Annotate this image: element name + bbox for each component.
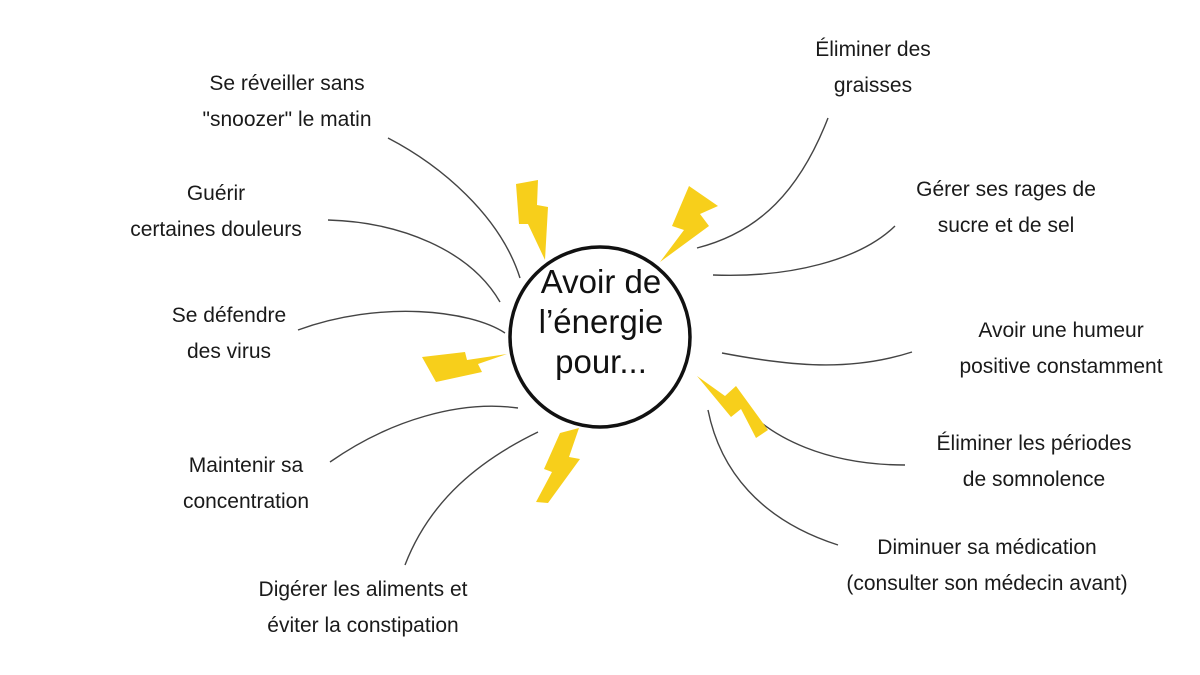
lightning-bolt-icon <box>697 376 768 438</box>
lightning-bolt-icon <box>422 352 507 382</box>
connector-digest <box>404 431 539 566</box>
benefit-line: Guérir <box>186 182 246 205</box>
benefit-line: Digérer les aliments et <box>258 578 468 601</box>
benefit-line: Éliminer les périodes <box>936 432 1132 455</box>
benefit-line: Éliminer des <box>815 38 931 61</box>
connector-mood <box>721 351 913 366</box>
benefit-line: Maintenir sa <box>188 454 304 477</box>
benefit-line: éviter la constipation <box>267 614 459 637</box>
lightning-bolt-icon <box>660 186 718 262</box>
benefit-line: positive constamment <box>959 355 1163 378</box>
connector-fat <box>696 117 829 249</box>
benefit-line: Se défendre <box>171 304 287 327</box>
lightning-bolt-icon <box>536 428 580 503</box>
benefit-line: Avoir une humeur <box>978 319 1144 342</box>
benefit-line: de somnolence <box>962 468 1106 491</box>
benefit-line: Diminuer sa médication <box>877 536 1097 559</box>
benefit-pain: Guérir certaines douleurs <box>130 176 302 248</box>
center-line: Avoir de <box>540 263 662 300</box>
benefit-line: certaines douleurs <box>130 218 302 241</box>
connector-meds <box>707 409 839 546</box>
benefit-line: des virus <box>186 340 272 363</box>
benefit-line: (consulter son médecin avant) <box>846 572 1128 595</box>
center-title: Avoir de l’énergie pour... <box>516 262 686 382</box>
benefit-line: Se réveiller sans <box>209 72 365 95</box>
benefit-cravings: Gérer ses rages de sucre et de sel <box>916 172 1096 244</box>
connector-virus <box>297 310 506 334</box>
center-line: pour... <box>555 343 647 380</box>
benefit-meds: Diminuer sa médication (consulter son mé… <box>846 530 1127 602</box>
benefit-focus: Maintenir sa concentration <box>183 448 309 520</box>
benefit-digest: Digérer les aliments et éviter la consti… <box>259 572 468 644</box>
center-circle <box>508 245 692 429</box>
benefit-drowsy: Éliminer les périodes de somnolence <box>937 426 1132 498</box>
connector-wake <box>387 137 521 279</box>
lightning-bolt-icon <box>516 180 548 260</box>
center-line: l’énergie <box>538 303 664 340</box>
connector-focus <box>329 405 519 463</box>
benefit-virus: Se défendre des virus <box>172 298 286 370</box>
connector-pain <box>327 219 501 303</box>
benefit-wake: Se réveiller sans "snoozer" le matin <box>203 66 372 138</box>
benefit-line: sucre et de sel <box>937 214 1075 237</box>
benefit-line: concentration <box>182 490 310 513</box>
benefit-fat: Éliminer des graisses <box>815 32 931 104</box>
benefit-line: graisses <box>833 74 913 97</box>
benefit-mood: Avoir une humeur positive constamment <box>959 313 1162 385</box>
connector-cravings <box>712 225 896 277</box>
benefit-line: "snoozer" le matin <box>202 108 372 131</box>
benefit-line: Gérer ses rages de <box>916 178 1096 201</box>
